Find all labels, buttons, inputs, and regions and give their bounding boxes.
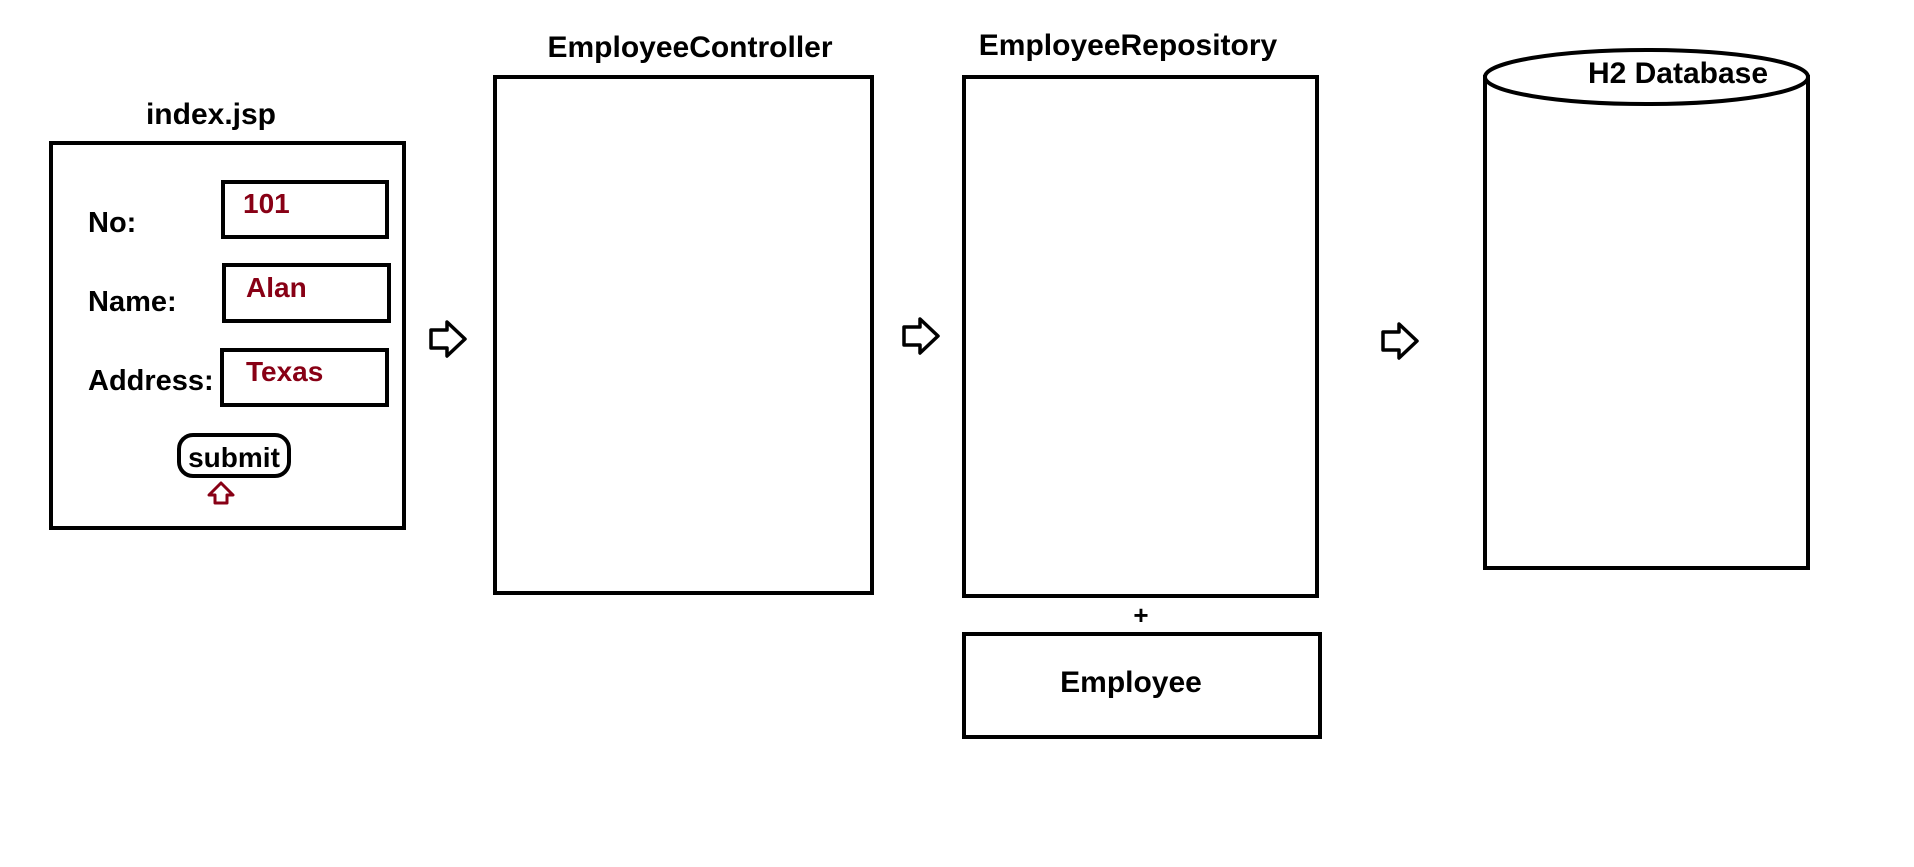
- no-value[interactable]: 101: [243, 188, 290, 219]
- no-field-box[interactable]: [221, 180, 389, 239]
- right-arrow-icon: [429, 320, 467, 358]
- up-arrow-icon: [207, 481, 235, 505]
- database-cylinder: [1483, 48, 1810, 570]
- right-arrow-icon: [902, 317, 940, 355]
- address-field-box[interactable]: [220, 348, 389, 407]
- name-field-box[interactable]: [222, 263, 391, 323]
- address-value[interactable]: Texas: [246, 356, 324, 387]
- repository-box: [962, 75, 1319, 598]
- plus-sign: +: [1133, 600, 1149, 630]
- employee-entity-box: [962, 632, 1322, 739]
- database-label: H2 Database: [1587, 57, 1769, 90]
- address-label: Address:: [88, 365, 214, 397]
- submit-button-label[interactable]: submit: [188, 442, 280, 473]
- submit-button[interactable]: [177, 433, 291, 478]
- no-label: No:: [88, 207, 137, 239]
- employee-entity-label: Employee: [1060, 666, 1202, 699]
- repository-title: EmployeeRepository: [978, 29, 1278, 62]
- name-label: Name:: [88, 286, 177, 318]
- name-value[interactable]: Alan: [246, 272, 307, 303]
- controller-box: [493, 75, 874, 595]
- form-box: [49, 141, 406, 530]
- controller-title: EmployeeController: [547, 31, 833, 64]
- database-top-ellipse: [1483, 48, 1810, 106]
- form-title: index.jsp: [145, 98, 277, 131]
- right-arrow-icon: [1381, 322, 1419, 360]
